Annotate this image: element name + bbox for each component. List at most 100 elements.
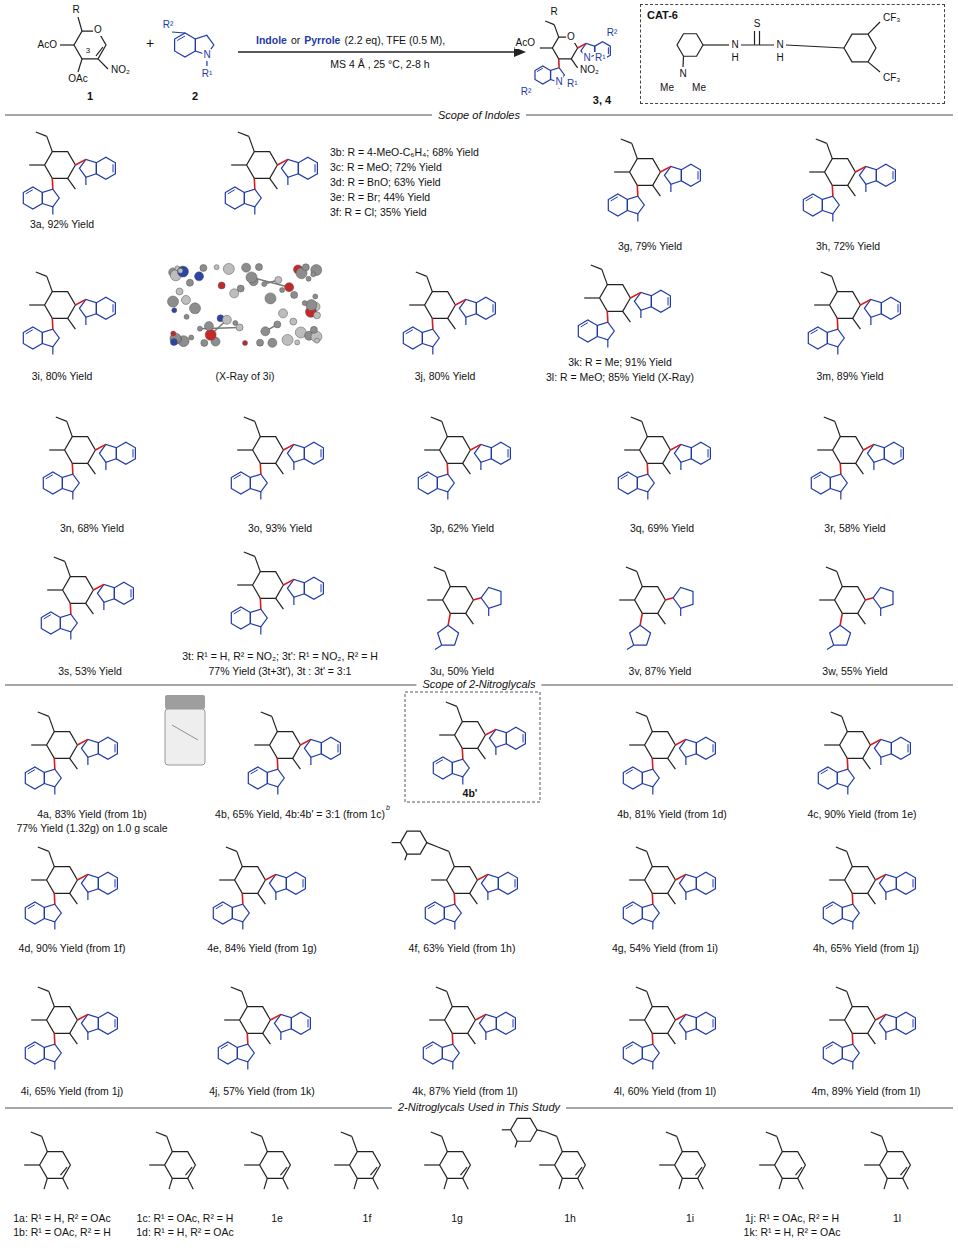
ring-bond xyxy=(842,1044,859,1062)
bond-line xyxy=(537,68,543,71)
bond-line xyxy=(115,1019,116,1027)
atom-ball xyxy=(295,340,300,345)
ring-bond xyxy=(244,189,261,207)
bond-line xyxy=(44,1178,47,1189)
bond-line xyxy=(95,444,105,450)
bond-line xyxy=(70,758,78,769)
bond-line xyxy=(228,190,235,194)
bond-line xyxy=(85,177,86,185)
bond-line xyxy=(277,787,278,795)
vial-body xyxy=(165,709,205,765)
atom-ball xyxy=(181,295,190,304)
product-structure xyxy=(578,265,670,348)
product-structure xyxy=(823,847,915,930)
bond-line xyxy=(28,770,35,774)
atom-ball xyxy=(195,272,204,281)
bond-line xyxy=(446,702,457,706)
ring-bond xyxy=(830,292,861,319)
ring-bond xyxy=(240,1007,271,1034)
arrow-head xyxy=(514,47,526,57)
bond-line xyxy=(47,589,62,590)
bond-line xyxy=(431,1132,442,1136)
bond-line xyxy=(809,171,824,172)
bond-line xyxy=(668,758,676,769)
bond-line xyxy=(455,299,465,305)
bond-line xyxy=(840,613,842,625)
atom-ball xyxy=(214,265,219,270)
ring-bond xyxy=(635,587,666,614)
product-structure xyxy=(231,552,323,635)
ring-bond xyxy=(175,33,196,57)
product-structure xyxy=(427,567,501,650)
section-heading: Scope of Indoles xyxy=(432,109,526,122)
bond-line xyxy=(835,421,841,436)
caption-text: R² xyxy=(606,27,619,39)
caption-text: + xyxy=(146,35,154,51)
bond-line xyxy=(293,758,301,769)
bond-line xyxy=(759,1164,774,1165)
bond-line xyxy=(287,177,288,185)
bond-line xyxy=(668,1033,676,1044)
bond-line xyxy=(852,1062,853,1070)
bond-line xyxy=(523,734,524,742)
ring-bond xyxy=(447,867,478,894)
ring-bond xyxy=(833,437,864,464)
ring-bond xyxy=(248,767,267,789)
bond-line xyxy=(49,991,55,1006)
bond-line xyxy=(668,297,669,305)
bond-line xyxy=(231,987,242,991)
bond-line xyxy=(70,632,71,640)
bond-line xyxy=(901,449,902,457)
atom-ball xyxy=(257,339,264,346)
bond-line xyxy=(832,276,838,291)
ring-bond xyxy=(232,904,249,922)
ring-bond xyxy=(827,329,844,347)
caption-text: 4f, 63% Yield (from 1h) xyxy=(409,942,516,954)
bond-line xyxy=(614,171,629,172)
bond-line xyxy=(647,492,648,500)
bond-line xyxy=(448,318,456,329)
bond-line xyxy=(275,892,276,900)
bond-line xyxy=(754,31,755,45)
bond-line xyxy=(870,317,871,325)
caption-text: 1i xyxy=(686,1212,694,1224)
caption-text: MS 4 Å , 25 °C, 2-8 h xyxy=(330,58,429,70)
bond-line xyxy=(865,184,866,192)
bond-line xyxy=(839,463,841,474)
ring-bond xyxy=(25,902,44,924)
bond-line xyxy=(741,44,774,45)
bond-line xyxy=(819,599,834,600)
atom-ball xyxy=(265,293,276,304)
bond-line xyxy=(463,463,471,474)
caption-text: 1c: R¹ = OAc, R² = H xyxy=(137,1212,234,1224)
product-structure xyxy=(213,847,305,930)
bond-line xyxy=(51,318,53,329)
bond-line xyxy=(885,892,886,900)
ring-bond xyxy=(830,474,847,492)
bond-line xyxy=(545,21,554,25)
bond-line xyxy=(814,475,821,479)
caption-text: Me xyxy=(659,82,675,94)
ring-bond xyxy=(25,767,44,789)
bond-line xyxy=(29,304,44,305)
bond-line xyxy=(653,185,661,196)
bond-line xyxy=(53,893,55,904)
product-structure xyxy=(403,272,495,355)
bond-line xyxy=(663,463,671,474)
atom-ball xyxy=(302,301,307,306)
bond-line xyxy=(31,1132,42,1136)
bond-line xyxy=(846,758,848,769)
caption-text: 4d, 90% Yield (from 1f) xyxy=(19,942,126,954)
bond-line xyxy=(270,178,278,189)
ring-bond xyxy=(440,437,471,464)
atom-ball xyxy=(230,289,239,298)
atom-ball xyxy=(184,314,189,319)
caption-text: 3a, 92% Yield xyxy=(30,218,94,230)
atom-ball xyxy=(197,326,202,331)
ring-bond xyxy=(880,1152,911,1179)
ring-bond xyxy=(630,625,651,645)
bond-line xyxy=(47,276,53,291)
ring-bond xyxy=(511,1118,537,1141)
bond-line xyxy=(453,893,455,904)
bond-line xyxy=(186,1167,193,1175)
